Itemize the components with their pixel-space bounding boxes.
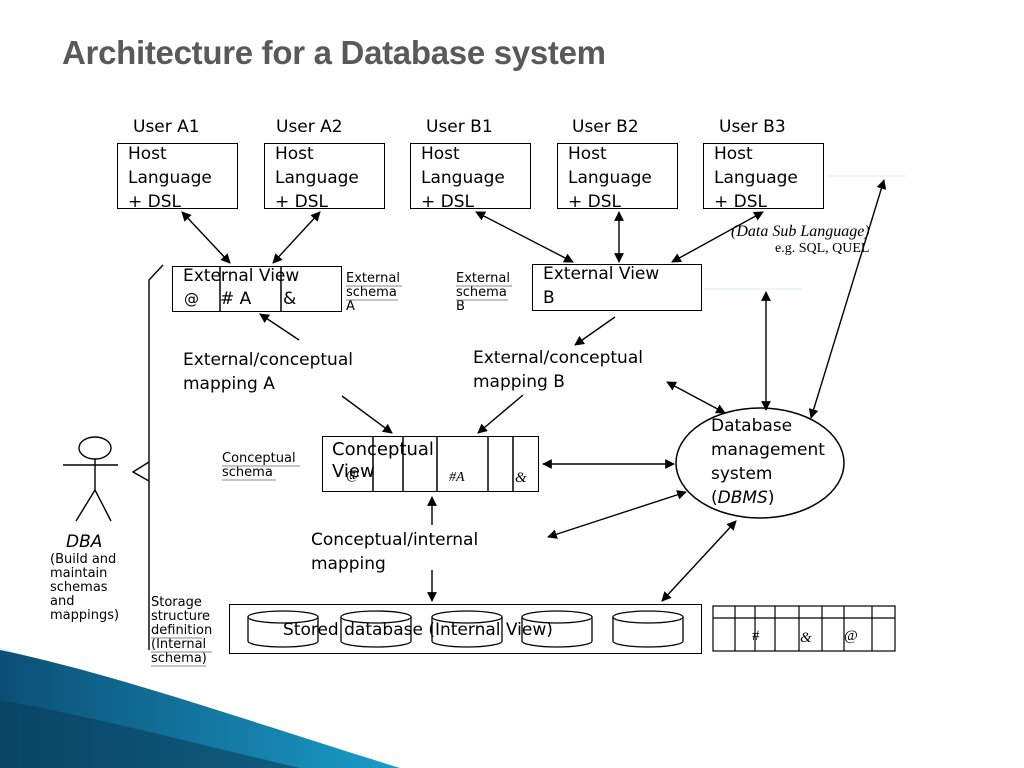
- dbms-ellipse: [675, 407, 845, 519]
- conceptual-view-title: Conceptual View: [332, 439, 434, 482]
- arrow-b3-dbms: [808, 179, 887, 419]
- external-view-a-box: [172, 266, 342, 312]
- arrow-a1-view-a: [181, 211, 231, 264]
- conceptual-cell-at: @: [346, 468, 359, 483]
- external-view-a-title: External View: [183, 266, 300, 286]
- dba-bracket: [131, 264, 164, 650]
- stored-database-label: Stored database (Internal View): [283, 620, 553, 640]
- cylinder-icon: [521, 610, 593, 648]
- external-schema-a-label: External schema A: [346, 271, 400, 314]
- mapping-a-label: External/conceptual mapping A: [183, 350, 353, 394]
- conceptual-internal-mapping-label: Conceptual/internal mapping: [311, 530, 479, 574]
- arrow-mapping-b-dbms: [666, 381, 726, 414]
- stored-database-box: [229, 604, 702, 654]
- cylinder-icon: [247, 610, 319, 648]
- conceptual-cell-amp: &: [515, 470, 527, 486]
- host-language-text: Host Language + DSL: [275, 144, 359, 212]
- user-label-b3: User B3: [719, 117, 786, 137]
- dbms-line-3: system: [711, 464, 773, 484]
- dbms-line-1: Database: [711, 416, 793, 436]
- cylinder-icon: [612, 610, 684, 648]
- arrow-mapping-a-conceptual: [341, 395, 393, 434]
- cylinder-icon: [340, 610, 412, 648]
- dba-stick-figure-icon: [63, 436, 118, 522]
- arrow-b3-view-b: [671, 211, 764, 263]
- arrow-a2-view-a: [272, 211, 321, 264]
- dba-description: (Build and maintain schemas and mappings…: [50, 552, 120, 623]
- external-view-a-cell-hash: # A: [220, 289, 252, 309]
- arrow-mapping-b-conceptual: [477, 394, 524, 434]
- host-language-box-a2: Host Language + DSL: [264, 143, 385, 212]
- conceptual-view-dividers: [372, 436, 514, 492]
- schema-underlines: [151, 285, 512, 667]
- dbms-line-2: management: [711, 440, 825, 460]
- conceptual-schema-label: Conceptual schema: [222, 451, 296, 480]
- host-language-text: Host Language + DSL: [568, 144, 652, 212]
- user-label-a2: User A2: [276, 117, 343, 137]
- arrow-mapping-a-view-a: [259, 313, 300, 341]
- user-label-a1: User A1: [133, 117, 200, 137]
- user-label-b1: User B1: [426, 117, 493, 137]
- internal-cell-at: @: [844, 628, 858, 644]
- mapping-b-label: External/conceptual mapping B: [473, 348, 643, 392]
- external-view-a-cell-at: @: [184, 290, 199, 308]
- external-view-a-cell-amp: &: [283, 289, 297, 309]
- arrow-b1-view-b: [475, 211, 574, 263]
- database-cylinders: [247, 610, 684, 648]
- external-schema-b-label: External schema B: [456, 271, 510, 314]
- host-language-box-a1: Host Language + DSL: [117, 143, 238, 212]
- host-language-box-b3: Host Language + DSL: [703, 143, 824, 212]
- host-language-box-b1: Host Language + DSL: [410, 143, 531, 212]
- conceptual-view-box: [322, 436, 539, 492]
- arrow-mapping-dbms: [547, 490, 687, 539]
- arrows: [181, 179, 887, 602]
- arrow-mapping-b-view-b: [574, 316, 616, 346]
- host-language-text: Host Language + DSL: [714, 144, 798, 212]
- host-language-box-b2: Host Language + DSL: [557, 143, 678, 212]
- dbms-abbr-line: (DBMS): [711, 488, 775, 508]
- cylinder-icon: [431, 610, 503, 648]
- arrow-stored-dbms: [661, 520, 737, 602]
- host-language-text: Host Language + DSL: [421, 144, 505, 212]
- slide-title: Architecture for a Database system: [62, 34, 606, 71]
- user-label-b2: User B2: [572, 117, 639, 137]
- internal-cell-hash: #: [752, 628, 760, 644]
- host-language-text: Host Language + DSL: [128, 144, 212, 212]
- conceptual-cell-hash: #A: [449, 470, 465, 485]
- internal-cell-amp: &: [800, 630, 812, 646]
- external-view-b-title: External View B: [543, 264, 660, 308]
- dba-label: DBA: [66, 532, 103, 552]
- external-view-b-box: [532, 264, 702, 311]
- internal-table-grid: [712, 605, 896, 652]
- storage-structure-label: Storage structure definition (Internal s…: [151, 595, 213, 666]
- dbms-abbr: DBMS: [717, 488, 768, 508]
